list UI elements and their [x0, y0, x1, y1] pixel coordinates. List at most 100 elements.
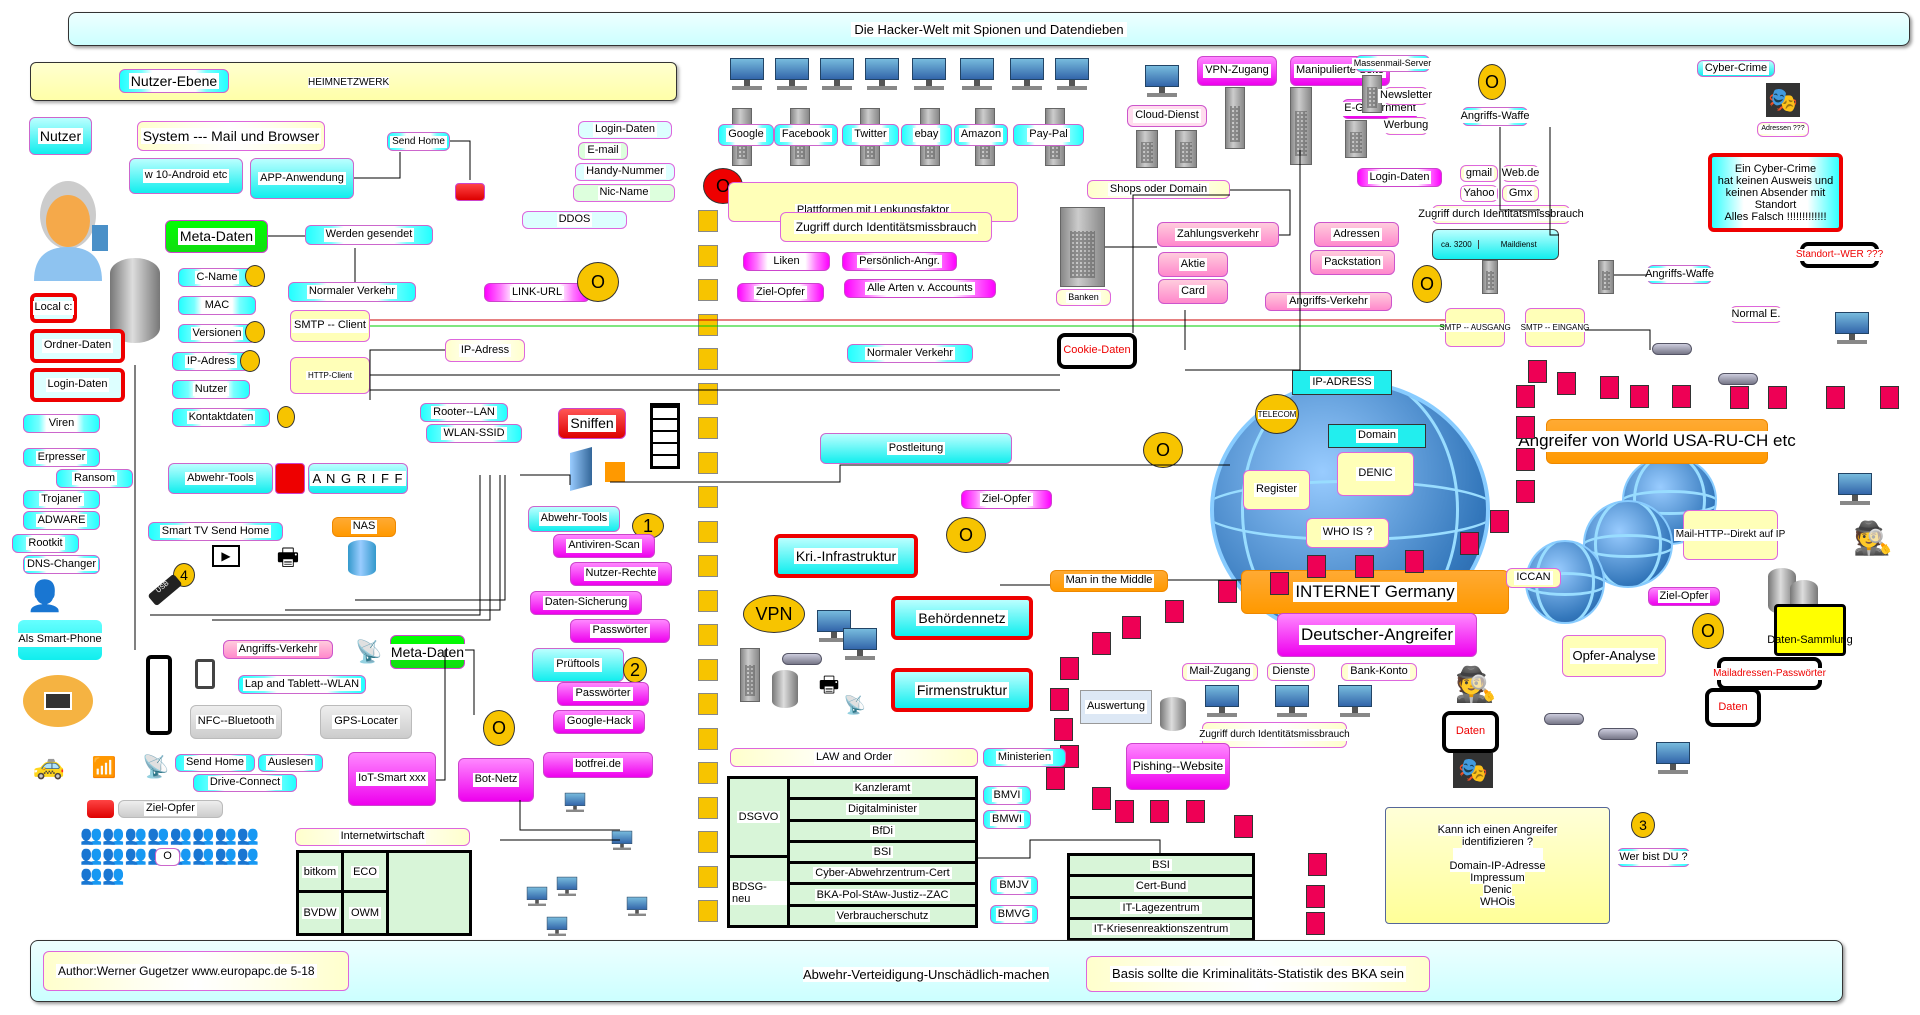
user-rights-node[interactable]: Nutzer-Rechte: [570, 562, 672, 586]
bot-net-node[interactable]: Bot-Netz: [458, 758, 534, 802]
service-bank-account[interactable]: Bank-Konto: [1341, 663, 1417, 681]
meta-data-node-2[interactable]: Meta-Daten: [388, 635, 467, 669]
malware-trojan[interactable]: Trojaner: [23, 490, 100, 509]
malware-adware[interactable]: ADWARE: [23, 511, 100, 530]
stock-node[interactable]: Aktie: [1158, 252, 1228, 277]
platform-amazon[interactable]: Amazon: [954, 124, 1008, 146]
service-mail-access[interactable]: Mail-Zugang: [1182, 663, 1258, 681]
platform-facebook[interactable]: Facebook: [774, 124, 838, 146]
target-victim-world[interactable]: Ziel-Opfer: [1648, 587, 1720, 606]
drive-connect-node[interactable]: Drive-Connect: [193, 774, 297, 792]
ministries-node[interactable]: Ministerien: [983, 748, 1066, 767]
smtp-in-node[interactable]: SMTP -- EINGANG: [1518, 308, 1592, 347]
german-attacker-node[interactable]: Deutscher-Angreifer: [1277, 613, 1477, 657]
field-ip[interactable]: IP-Adress: [172, 352, 250, 371]
iot-node[interactable]: IoT-Smart xxx: [348, 752, 436, 806]
smtp-out-node[interactable]: SMTP -- AUSGANG: [1437, 308, 1513, 347]
field-user[interactable]: Nutzer: [172, 380, 250, 399]
advertising-node[interactable]: Werbung: [1381, 117, 1431, 135]
field-mac[interactable]: MAC: [178, 296, 256, 315]
ip-address-node[interactable]: IP-Adress: [445, 339, 525, 362]
attack-node[interactable]: A N G R I F F: [308, 463, 408, 494]
botfrei-node[interactable]: botfrei.de: [543, 752, 653, 778]
nfc-bluetooth-node[interactable]: NFC--Bluetooth: [190, 705, 282, 739]
malware-rootkit[interactable]: Rootkit: [12, 534, 79, 553]
http-client-node[interactable]: HTTP-Client: [290, 357, 370, 394]
vpn-access-node[interactable]: VPN-Zugang: [1197, 56, 1277, 86]
personal-attack-node[interactable]: Persönlich-Angr.: [842, 252, 957, 271]
nas-node[interactable]: NAS: [332, 517, 396, 537]
location-who-node[interactable]: Standort--WER ???: [1793, 242, 1886, 268]
smartphone-node[interactable]: Als Smart-Phone: [16, 620, 104, 660]
normal-traffic-node[interactable]: Normaler Verkehr: [288, 282, 416, 302]
email-tag[interactable]: E-mail: [578, 142, 628, 160]
addresses-node[interactable]: Adressen: [1314, 222, 1399, 247]
critical-infrastructure-node[interactable]: Kri.-Infrastruktur: [774, 534, 918, 578]
platform-google[interactable]: Google: [718, 124, 774, 146]
attack-weapon-node-2[interactable]: Angriffs-Waffe: [1643, 265, 1716, 284]
passwords-node-2[interactable]: Passwörter: [557, 682, 649, 706]
phone-number-tag[interactable]: Handy-Nummer: [575, 163, 675, 181]
mass-mail-server-node[interactable]: Massenmail-Server: [1351, 55, 1434, 72]
data-collection-node[interactable]: Daten-Sammlung: [1767, 604, 1853, 656]
law-and-order-node[interactable]: LAW and Order: [730, 748, 978, 767]
addresses-question-node[interactable]: Adressen ???: [1757, 122, 1809, 137]
read-out-node[interactable]: Auslesen: [258, 754, 323, 772]
defense-tools-node-2[interactable]: Abwehr-Tools: [528, 506, 620, 532]
normal-email-node[interactable]: Normal E.: [1729, 306, 1783, 323]
banks-node[interactable]: Banken: [1056, 289, 1111, 306]
login-data-tag[interactable]: Login-Daten: [578, 121, 672, 139]
malware-dns-changer[interactable]: DNS-Changer: [23, 555, 100, 574]
card-node[interactable]: Card: [1158, 279, 1228, 304]
folder-data-node[interactable]: Ordner-Daten: [30, 329, 125, 363]
os-android-node[interactable]: w 10-Android etc: [129, 158, 243, 194]
identity-abuse-mail[interactable]: Zugriff durch Identitätsmissbrauch: [1416, 205, 1586, 224]
internet-economy-node[interactable]: Internetwirtschaft: [295, 828, 470, 846]
all-accounts-node[interactable]: Alle Arten v. Accounts: [844, 279, 996, 298]
iccan-node[interactable]: ICCAN: [1506, 568, 1561, 588]
ddos-node[interactable]: DDOS: [522, 211, 627, 229]
mail-service-node[interactable]: ca. 3200 Maildienst: [1432, 229, 1559, 260]
target-victim-center[interactable]: Ziel-Opfer: [961, 490, 1052, 509]
man-in-the-middle-node[interactable]: Man in the Middle: [1050, 570, 1168, 592]
antivirus-scan-node[interactable]: Antiviren-Scan: [553, 534, 655, 558]
register-node[interactable]: Register: [1243, 470, 1310, 510]
platform-paypal[interactable]: Pay-Pal: [1013, 124, 1084, 146]
ministry-bmvi[interactable]: BMVI: [983, 786, 1031, 805]
platform-ebay[interactable]: ebay: [901, 124, 952, 146]
denic-node[interactable]: DENIC: [1337, 452, 1414, 496]
attack-traffic-cloud[interactable]: Angriffs-Verkehr: [1265, 292, 1392, 311]
ip-address-node[interactable]: IP-ADRESS: [1292, 370, 1392, 395]
provider-yahoo[interactable]: Yahoo: [1460, 185, 1498, 202]
victim-analysis-node[interactable]: Opfer-Analyse: [1562, 635, 1666, 677]
sniffing-node[interactable]: Sniffen: [558, 408, 626, 439]
target-victim-node[interactable]: Ziel-Opfer: [118, 800, 223, 818]
link-url-node[interactable]: LINK-URL: [484, 283, 590, 302]
service-services[interactable]: Dienste: [1267, 663, 1315, 681]
hacker-data-node[interactable]: Daten: [1442, 711, 1499, 753]
smart-tv-node[interactable]: Smart TV Send Home: [148, 522, 283, 541]
mail-passwords-node[interactable]: Mailadressen-Passwörter: [1711, 657, 1828, 690]
attack-weapon-node[interactable]: Angriffs-Waffe: [1458, 107, 1532, 126]
normal-traffic-center[interactable]: Normaler Verkehr: [847, 344, 973, 363]
defense-tools-node[interactable]: Abwehr-Tools: [168, 463, 273, 494]
packstation-node[interactable]: Packstation: [1310, 250, 1395, 275]
who-are-you-node[interactable]: Wer bist DU ?: [1617, 848, 1690, 867]
local-c-node[interactable]: Local c:: [30, 293, 77, 323]
payments-node[interactable]: Zahlungsverkehr: [1157, 222, 1279, 247]
ministry-bmvg[interactable]: BMVG: [990, 905, 1038, 924]
target-victim-social[interactable]: Ziel-Opfer: [737, 283, 824, 302]
domain-node[interactable]: Domain: [1328, 424, 1426, 448]
post-line-node[interactable]: Postleitung: [820, 433, 1012, 464]
provider-webde[interactable]: Web.de: [1499, 165, 1542, 182]
provider-gmail[interactable]: gmail: [1460, 165, 1498, 182]
company-structure-node[interactable]: Firmenstruktur: [891, 668, 1033, 712]
sent-node[interactable]: Werden gesendet: [305, 225, 433, 245]
like-node[interactable]: Liken: [743, 252, 830, 271]
malware-extortion[interactable]: Erpresser: [23, 448, 100, 467]
authority-network-node[interactable]: Behördennetz: [891, 596, 1033, 640]
attack-traffic-node[interactable]: Angriffs-Verkehr: [223, 640, 333, 659]
mail-http-direct-node[interactable]: Mail-HTTP--Direkt auf IP: [1673, 510, 1788, 560]
login-data-node[interactable]: Login-Daten: [30, 368, 125, 402]
laptop-tablet-wlan-node[interactable]: Lap and Tablett--WLAN: [238, 675, 366, 694]
